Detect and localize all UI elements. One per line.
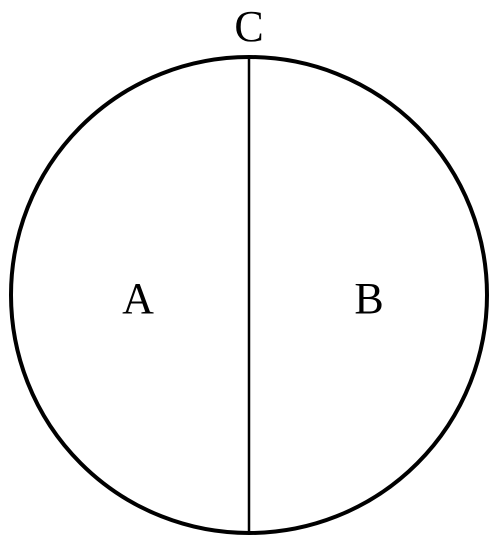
label-a: A: [122, 274, 154, 323]
label-c: C: [234, 2, 263, 51]
label-b: B: [354, 274, 383, 323]
